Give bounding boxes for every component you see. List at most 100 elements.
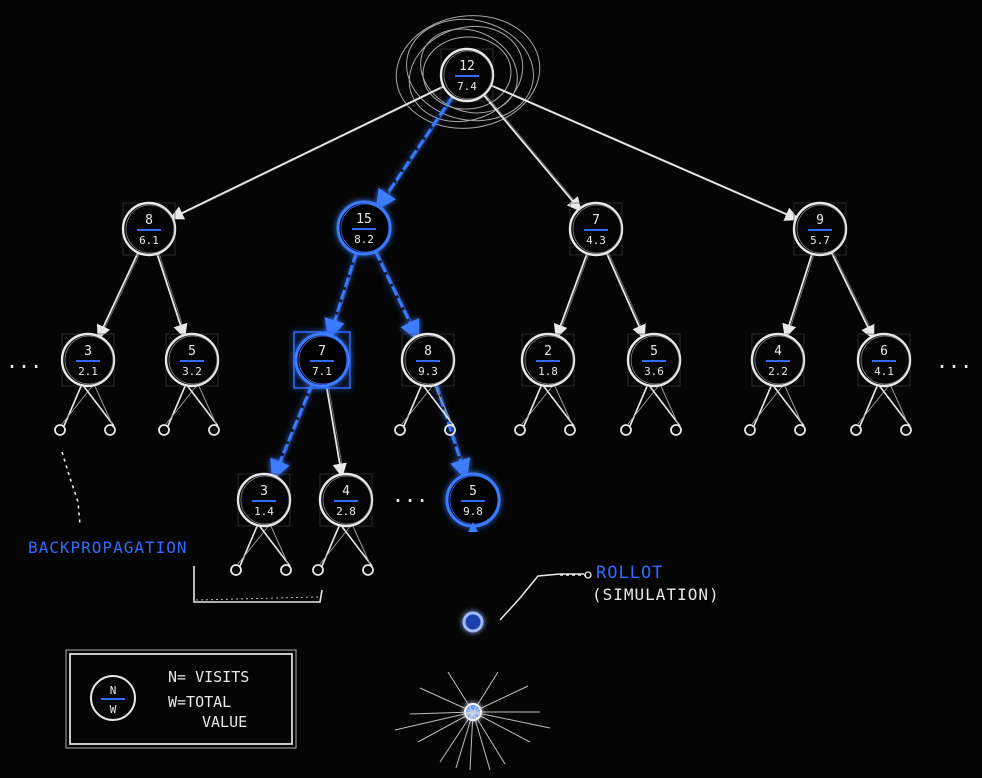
node-a1-value: 2.1 [78,365,98,378]
node-b2a-value: 9.8 [463,505,483,518]
edge-d-d1 [782,253,815,339]
leaf-node [850,424,862,436]
legend-value-text: VALUE [202,713,247,731]
node-a-value: 6.1 [139,234,159,247]
node-a-visits: 8 [145,213,153,228]
node-b2: 89.3 [400,332,456,388]
tree-nodes: 127.486.1158.274.395.732.153.277.189.321… [60,47,912,528]
edge-root-d [490,84,800,221]
leaf-node [564,424,576,436]
backprop-pointer [61,451,81,526]
node-a1-visits: 3 [84,344,92,359]
leaf-stubs-b1b [312,523,374,576]
leaf-node [620,424,632,436]
node-b2a-visits: 5 [469,484,477,499]
node-a2: 53.2 [164,332,220,388]
node-b-visits: 15 [356,212,372,227]
edge-c-c1 [553,253,590,339]
node-d2: 64.1 [856,332,912,388]
node-a2-value: 3.2 [182,365,202,378]
node-b2a: 59.8 [445,472,501,528]
edge-root-c [483,94,582,212]
node-c2: 53.6 [626,332,682,388]
node-root-visits: 12 [459,59,475,74]
ellipsis-right: ... [936,349,972,373]
edge-d-d2 [830,251,876,340]
leaf-stubs-c2 [620,383,682,436]
node-b2-visits: 8 [424,344,432,359]
leaf-node [514,424,526,436]
simulation-label: (SIMULATION) [592,585,720,604]
node-d: 95.7 [792,201,848,257]
node-c1-value: 1.8 [538,365,558,378]
node-c-visits: 7 [592,213,600,228]
edge-b-b1 [324,252,359,341]
node-b1-value: 7.1 [312,365,332,378]
legend-w-symbol: W [110,703,117,716]
node-c1: 21.8 [520,332,576,388]
node-a1: 32.1 [60,332,116,388]
node-b1b: 42.8 [318,472,374,528]
leaf-stubs-b2 [394,383,456,436]
leaf-node [280,564,292,576]
leaf-node [794,424,806,436]
node-b1b-visits: 4 [342,484,350,499]
node-root-value: 7.4 [457,80,477,93]
leaf-node [230,564,242,576]
rollout-label: ROLLOT [596,563,663,583]
leaf-node [54,424,66,436]
leaf-node [394,424,406,436]
backprop-bracket [193,566,323,603]
edge-root-b [375,95,455,211]
edge-b1-b1a [270,383,315,481]
node-b1a-visits: 3 [260,484,268,499]
leaf-stubs-a1 [54,383,116,436]
leaf-node [208,424,220,436]
edge-a-a1 [97,252,141,340]
node-d1-value: 2.2 [768,365,788,378]
node-a: 86.1 [121,201,177,257]
terminal-burst [394,671,551,771]
node-b-value: 8.2 [354,233,374,246]
rollout-arrowhead [468,522,478,532]
leaf-node [744,424,756,436]
leaf-node [444,424,456,436]
node-b: 158.2 [336,200,392,256]
edge-b-b2 [374,250,420,342]
ellipsis-left: ... [6,349,42,373]
leaf-stubs-b1a [230,523,292,576]
node-d-value: 5.7 [810,234,830,247]
node-a2-visits: 5 [188,344,196,359]
node-c: 74.3 [568,201,624,257]
leaf-stubs-c1 [514,383,576,436]
edge-c-c2 [605,252,646,340]
edge-b1-b1b [325,385,347,478]
leaf-stubs [54,383,912,576]
legend-visits-text: N= VISITS [168,668,249,686]
edge-root-a [169,85,446,220]
root-scribble [395,15,541,129]
node-b1: 77.1 [293,331,351,389]
leaf-node [670,424,682,436]
tree-edges [97,84,876,481]
leaf-node [362,564,374,576]
node-d1-visits: 4 [774,344,782,359]
leaf-node [158,424,170,436]
node-d2-visits: 6 [880,344,888,359]
leaf-stubs-a2 [158,383,220,436]
leaf-node [312,564,324,576]
edge-a-a2 [156,253,188,339]
legend-node-icon [90,675,136,721]
node-b1-visits: 7 [318,344,326,359]
leaf-stubs-d2 [850,383,912,436]
node-b2-value: 9.3 [418,365,438,378]
legend-total-text: W=TOTAL [168,693,231,711]
rollout-pointer [499,573,584,621]
node-c1-visits: 2 [544,344,552,359]
node-b1b-value: 2.8 [336,505,356,518]
node-c2-visits: 5 [650,344,658,359]
node-b1a: 31.4 [236,472,292,528]
node-c2-value: 3.6 [644,365,664,378]
node-d-visits: 9 [816,213,824,228]
